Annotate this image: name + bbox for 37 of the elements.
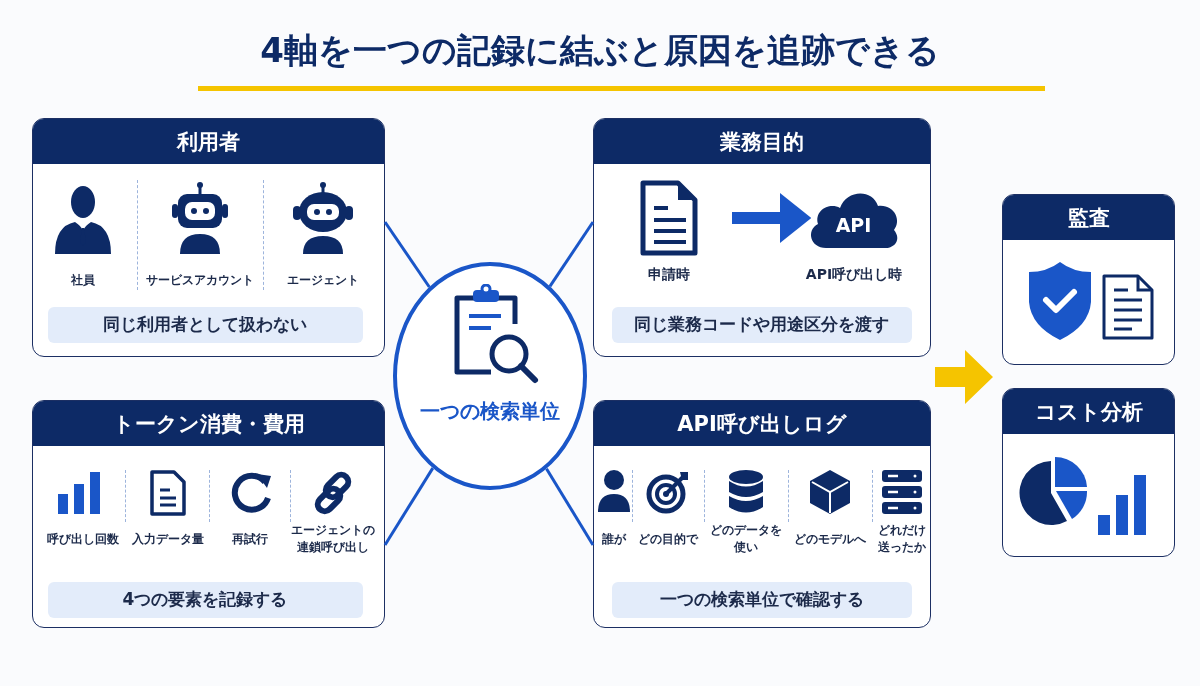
connector-line [383,467,435,546]
summary-band: 一つの検索単位で確認する [611,581,912,618]
connector-line [545,467,595,546]
arrow [732,193,812,243]
panel-header: 業務目的 [594,119,930,164]
item-label: エージェントの連鎖呼び出し [290,522,376,556]
connector-line [548,221,595,288]
info-panel [32,400,385,628]
item-label: どのモデルへ [793,531,867,548]
document-icon [639,179,698,256]
icon-caption: 申請時 [647,266,691,283]
item-label: 呼び出し回数 [46,531,120,548]
search-unit-circle [393,262,587,490]
info-panel [593,118,931,357]
item-label: 入力データ量 [131,531,205,548]
item-label: エージェント [286,272,360,289]
connector-line [383,221,431,288]
item-label: どの目的で [637,531,700,548]
summary-band: 同じ利用者として扱わない [47,306,363,343]
item-label: どれだけ送ったか [877,522,927,556]
panel-header: API呼び出しログ [594,401,930,446]
summary-band: 同じ業務コードや用途区分を渡す [611,306,912,343]
item-label: 再試行 [231,531,269,548]
panel-header: 監査 [1003,195,1174,240]
panel-header: 利用者 [33,119,384,164]
item-label: サービスアカウント [145,272,255,289]
summary-band: 4つの要素を記録する [47,581,363,618]
info-panel [32,118,385,357]
item-label: 誰が [601,531,628,548]
panel-header: トークン消費・費用 [33,401,384,446]
circle-label: 一つの検索単位 [419,398,561,425]
panel-header: コスト分析 [1003,389,1174,434]
item-label: どのデータを使い [709,522,783,556]
info-panel [593,400,931,628]
icon-caption: API呼び出し時 [804,266,904,283]
item-label: 社員 [70,272,96,289]
title: 4軸を一つの記録に結ぶと原因を追跡できる [259,29,941,72]
